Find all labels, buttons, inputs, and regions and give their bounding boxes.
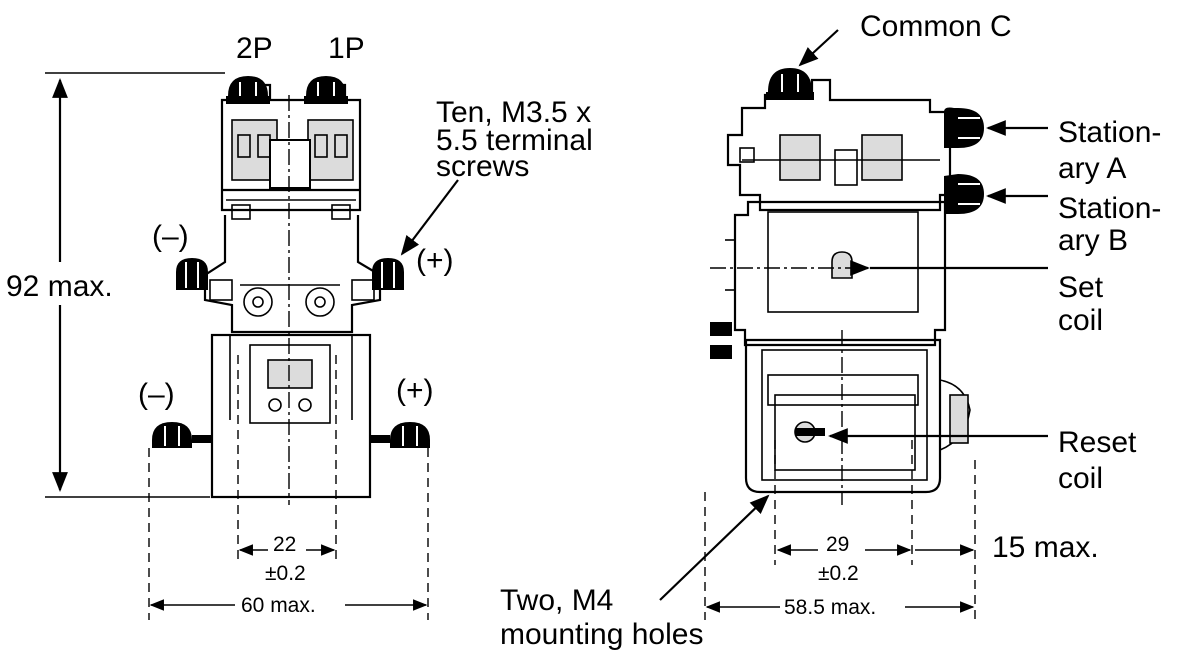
polarity-plus-lower: (+) [396,374,434,407]
coil-terminal-lower-plus [370,422,430,448]
mounting-holes-label-2: mounting holes [500,618,703,651]
side-pitch-dimension-label: 29 [826,533,849,556]
coil-terminal-lower-minus [152,422,212,448]
base-body [210,333,372,499]
depth-dimension-label: 58.5 max. [784,596,876,619]
height-dimension [45,72,225,498]
contact-block [220,83,362,220]
pitch-tolerance-label: ±0.2 [265,562,306,585]
stationary-b-screw [944,174,984,214]
coil-housing [203,215,382,334]
terminal-screws-leader [400,179,459,256]
terminal-screw-2p [226,76,270,104]
coil-terminal-upper-minus [176,258,208,290]
terminal-screw-1p [304,76,348,104]
polarity-minus-upper: (–) [152,220,189,253]
projection-dimension-label: 15 max. [992,531,1099,564]
polarity-minus-lower: (–) [138,378,175,411]
reset-coil-label-1: Reset [1058,426,1137,459]
stationary-a-screw [944,107,984,148]
set-coil-housing [710,200,947,359]
stationary-a-label-2: ary A [1058,152,1126,185]
stationary-b-label-2: ary B [1058,224,1128,257]
terminal-screws-label-3: screws [436,150,529,183]
width-dimension-label: 60 max. [241,594,316,617]
side-contact-assembly [726,78,952,212]
side-view: Common C Station- ary A Station- ary B S… [500,10,1161,651]
polarity-plus-upper: (+) [416,244,454,277]
stationary-a-label-1: Station- [1058,116,1161,149]
pole-2p-label: 2P [236,32,273,65]
set-coil-label-2: coil [1058,304,1103,337]
pitch-dimension-label: 22 [273,533,296,556]
common-c-screw [766,68,814,100]
stationary-b-label-1: Station- [1058,192,1161,225]
pole-1p-label: 1P [328,32,365,65]
coil-terminal-upper-plus [372,258,404,290]
mounting-holes-label-1: Two, M4 [500,584,613,617]
side-pitch-tolerance-label: ±0.2 [818,562,859,585]
front-view: 2P 1P (–) (+) (–) (+) Ten, M3.5 x 5.5 te… [6,32,593,620]
reset-coil-label-2: coil [1058,462,1103,495]
common-c-leader [798,29,839,67]
common-c-label: Common C [860,10,1012,43]
reset-coil-base [744,338,971,494]
height-dimension-label: 92 max. [6,270,113,303]
set-coil-label-1: Set [1058,271,1104,304]
terminal-screws-label-1: Ten, M3.5 x [436,96,591,129]
mounting-holes-leader [659,494,770,601]
terminal-screws-label-2: 5.5 terminal [436,124,593,157]
